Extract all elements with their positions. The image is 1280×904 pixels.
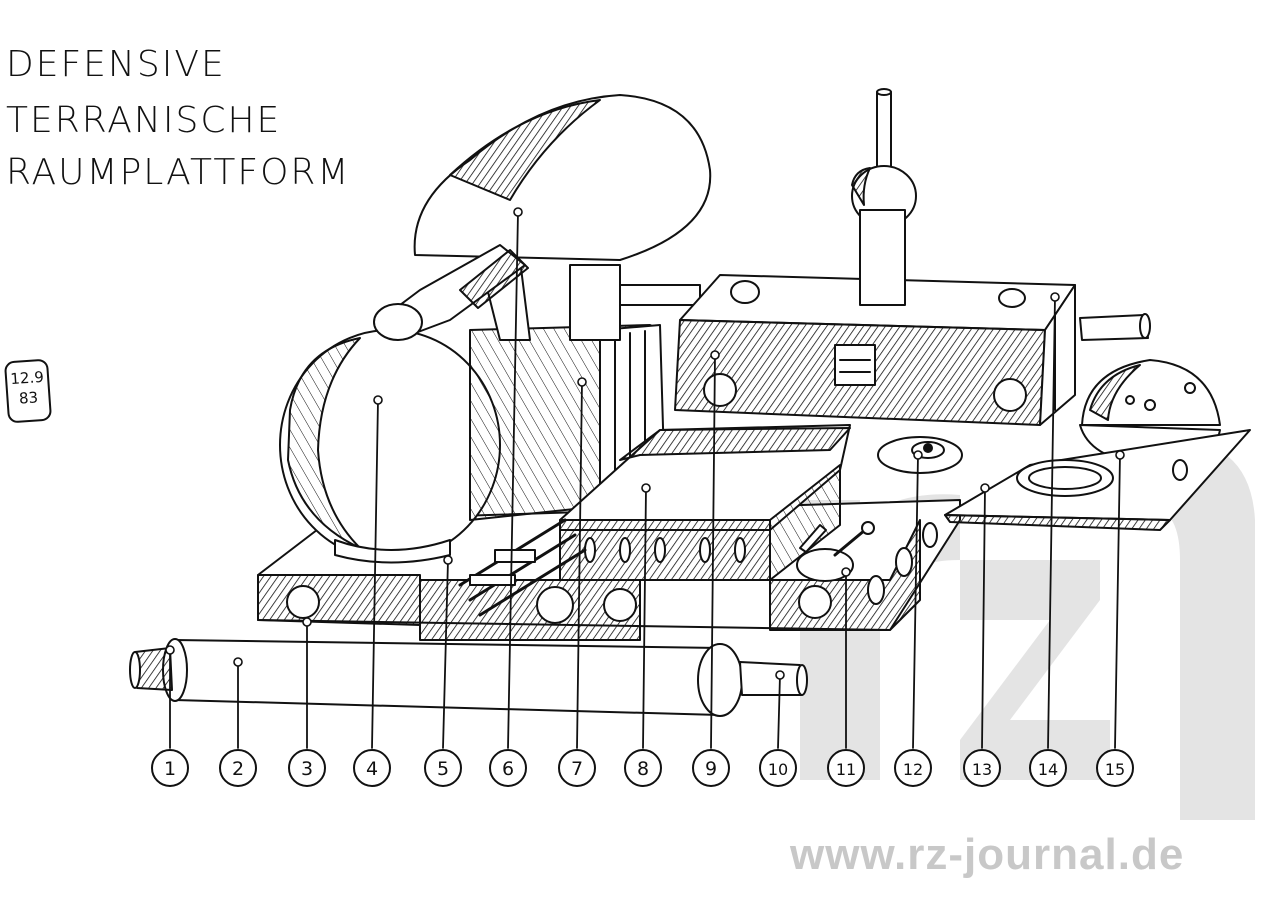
callout-circle-1 bbox=[151, 749, 189, 787]
callout-9: 9 bbox=[692, 749, 730, 787]
top-tank bbox=[373, 94, 712, 341]
central-module bbox=[559, 424, 851, 581]
watermark-url: www.rz-journal.de bbox=[790, 830, 1185, 879]
callout-label-6: 6 bbox=[502, 758, 514, 780]
callout-11: 11 bbox=[827, 749, 865, 787]
callout-label-7: 7 bbox=[571, 758, 583, 780]
callout-label-11: 11 bbox=[836, 760, 856, 779]
small-device bbox=[796, 521, 875, 582]
right-plate bbox=[944, 429, 1251, 531]
callout-label-1: 1 bbox=[164, 758, 176, 780]
upper-right-block bbox=[674, 274, 1151, 426]
title-line-2: TERRANISCHE bbox=[6, 100, 282, 141]
callout-label-13: 13 bbox=[972, 760, 992, 779]
callout-label-3: 3 bbox=[301, 758, 313, 780]
callout-circle-12 bbox=[894, 749, 932, 787]
callout-circle-4 bbox=[353, 749, 391, 787]
callout-6: 6 bbox=[489, 749, 527, 787]
antenna-tower bbox=[851, 88, 917, 306]
callout-label-5: 5 bbox=[437, 758, 449, 780]
callout-label-8: 8 bbox=[637, 758, 649, 780]
callout-circle-11 bbox=[827, 749, 865, 787]
callout-5: 5 bbox=[424, 749, 462, 787]
callout-circle-9 bbox=[692, 749, 730, 787]
callout-1: 1 bbox=[151, 749, 189, 787]
callout-anchors bbox=[165, 207, 1125, 680]
callout-3: 3 bbox=[288, 749, 326, 787]
callout-circle-5 bbox=[424, 749, 462, 787]
callout-circle-6 bbox=[489, 749, 527, 787]
callout-2: 2 bbox=[219, 749, 257, 787]
callout-14: 14 bbox=[1029, 749, 1067, 787]
callout-leaders bbox=[169, 211, 1121, 749]
callout-13: 13 bbox=[963, 749, 1001, 787]
callout-12: 12 bbox=[894, 749, 932, 787]
left-sphere bbox=[279, 329, 501, 564]
callout-circle-2 bbox=[219, 749, 257, 787]
callout-circle-14 bbox=[1029, 749, 1067, 787]
callout-7: 7 bbox=[558, 749, 596, 787]
callout-label-9: 9 bbox=[705, 758, 717, 780]
callout-label-15: 15 bbox=[1105, 760, 1125, 779]
callout-label-10: 10 bbox=[768, 760, 788, 779]
callout-circle-8 bbox=[624, 749, 662, 787]
callout-circle-13 bbox=[963, 749, 1001, 787]
callout-10: 10 bbox=[759, 749, 797, 787]
callout-circle-3 bbox=[288, 749, 326, 787]
title-line-3: RAUMPLATTFORM bbox=[6, 152, 351, 193]
callout-4: 4 bbox=[353, 749, 391, 787]
callout-circle-15 bbox=[1096, 749, 1134, 787]
callout-8: 8 bbox=[624, 749, 662, 787]
title-line-1: DEFENSIVE bbox=[6, 44, 226, 85]
front-tube bbox=[129, 638, 808, 717]
callout-label-2: 2 bbox=[232, 758, 244, 780]
callout-label-14: 14 bbox=[1038, 760, 1058, 779]
callout-15: 15 bbox=[1096, 749, 1134, 787]
callout-label-12: 12 bbox=[903, 760, 923, 779]
callout-circle-7 bbox=[558, 749, 596, 787]
callout-circle-10 bbox=[759, 749, 797, 787]
callout-label-4: 4 bbox=[366, 758, 378, 780]
